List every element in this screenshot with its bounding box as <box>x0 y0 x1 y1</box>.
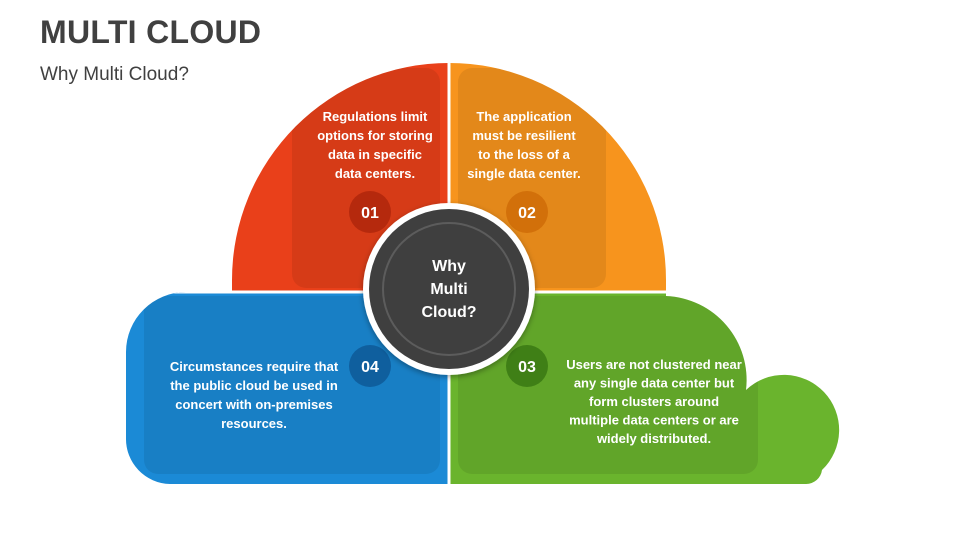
badge-03-number: 03 <box>518 359 536 376</box>
badge-02: 02 <box>506 191 548 233</box>
segment-01-line: data in specific <box>328 147 422 162</box>
badge-04: 04 <box>349 345 391 387</box>
segment-04-text: Circumstances require that the public clo… <box>170 359 339 431</box>
center-hub-line: Why <box>432 258 466 275</box>
segment-04-line: the public cloud be used in <box>170 378 338 393</box>
slide-subtitle: Why Multi Cloud? <box>40 64 189 85</box>
segment-04-line: resources. <box>221 416 287 431</box>
segment-03-line: widely distributed. <box>596 431 711 446</box>
segment-03-line: Users are not clustered near <box>566 357 742 372</box>
badge-01: 01 <box>349 191 391 233</box>
center-hub-line: Cloud? <box>421 304 476 321</box>
segment-03-panel <box>458 296 758 474</box>
segment-03-line: any single data center but <box>574 376 735 391</box>
segment-03-line: multiple data centers or are <box>569 413 739 428</box>
badge-04-number: 04 <box>361 359 379 376</box>
segment-01-line: Regulations limit <box>323 109 428 124</box>
segment-04-line: concert with on-premises <box>175 397 332 412</box>
segment-02-line: The application <box>476 109 571 124</box>
segment-02-line: must be resilient <box>472 128 576 143</box>
center-hub-inner-ring <box>382 222 516 356</box>
segment-02-text: The application must be resilient to the l… <box>467 109 580 181</box>
segment-03-line: form clusters around <box>589 394 719 409</box>
segment-02-line: to the loss of a <box>478 147 571 162</box>
segment-04-panel <box>144 296 440 474</box>
segment-02-line: single data center. <box>467 166 580 181</box>
segment-01-text: Regulations limit options for storing data… <box>317 109 433 181</box>
segment-01-line: options for storing <box>317 128 433 143</box>
center-hub-outer <box>369 209 529 369</box>
badge-01-number: 01 <box>361 205 379 222</box>
badge-03: 03 <box>506 345 548 387</box>
segment-03-text: Users are not clustered near any single d… <box>566 357 742 446</box>
badge-02-number: 02 <box>518 205 536 222</box>
segment-01-line: data centers. <box>335 166 415 181</box>
segment-04-line: Circumstances require that <box>170 359 339 374</box>
slide-title: MULTI CLOUD <box>40 14 262 50</box>
center-hub-line: Multi <box>430 281 467 298</box>
